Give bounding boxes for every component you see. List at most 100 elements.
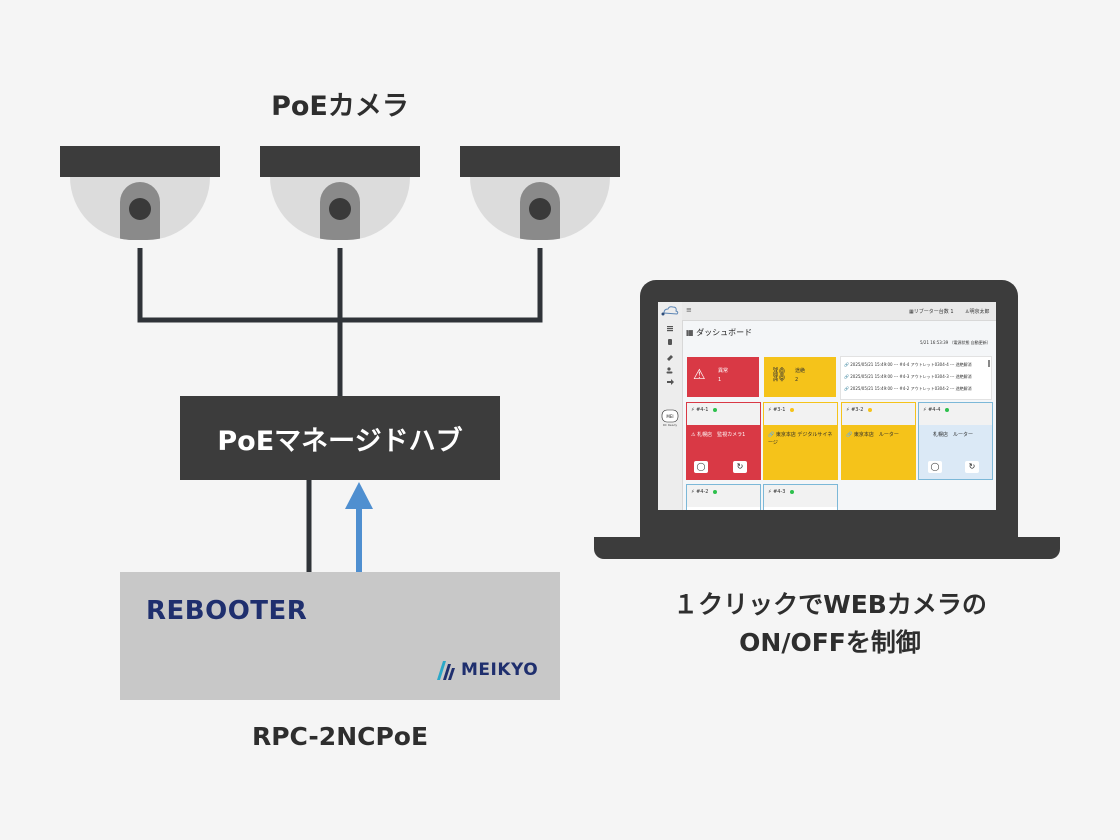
- alert-label: 異常: [718, 368, 729, 374]
- log-item: 🔗 2025/05/21 15:49:00 --- #4-2 アウトレット030…: [844, 386, 972, 391]
- outlet-label: 札幌店 ルーター: [933, 432, 974, 438]
- status-card-cut[interactable]: ⛓ 途絶 2: [764, 357, 836, 397]
- log-item-text: 2025/05/21 15:49:00 --- #4-3 アウトレット0304-…: [850, 374, 972, 379]
- outlet-label: 🔗 東京本店 ルーター: [846, 432, 899, 438]
- status-dot-icon: [713, 407, 718, 412]
- warning-icon: ⚠: [693, 367, 706, 383]
- cut-count: 2: [795, 377, 799, 383]
- reboot-button[interactable]: ↻: [733, 461, 747, 473]
- outlet-id: #3-2: [851, 407, 864, 413]
- caption-line-1: １クリックでWEBカメラの: [673, 590, 987, 619]
- outlet-card-body: 札幌店 ルーター ◯ ↻: [919, 425, 992, 479]
- users-icon: [667, 367, 671, 371]
- cameras-title: PoEカメラ: [271, 91, 409, 122]
- meikyo-mark-icon: [437, 661, 455, 680]
- power-button[interactable]: ◯: [928, 461, 942, 473]
- dashboard-title: ▦ ダッシュボード: [686, 327, 752, 338]
- outlet-card-4-4[interactable]: ⚡ #4-4 札幌店 ルーター ◯ ↻: [918, 402, 993, 480]
- control-arrow-head: [345, 482, 373, 509]
- status-dot-icon: [790, 407, 795, 412]
- menu-icon: [667, 326, 673, 328]
- feature-caption: １クリックでWEBカメラの ON/OFFを制御: [600, 586, 1060, 662]
- outlet-id: #3-1: [773, 407, 786, 413]
- log-item-text: 2025/05/21 15:49:00 --- #4-4 アウトレット0304-…: [850, 362, 972, 367]
- dashboard-timestamp: 5/21 16:53:39 （電源状態 自動更新）: [920, 340, 991, 345]
- camera-mount-bar: [260, 146, 420, 177]
- status-dot-icon: [945, 407, 950, 412]
- log-item-text: 2025/05/21 15:49:00 --- #4-2 アウトレット0304-…: [850, 386, 972, 391]
- user-name-text: 明京太郎: [969, 309, 990, 315]
- repeater-count-text: リブーター台数 1: [913, 309, 954, 315]
- camera-mount-bar: [60, 146, 220, 177]
- grid-icon: ▦: [686, 328, 694, 337]
- meikyo-logo: MEIKYO: [436, 658, 538, 682]
- dashboard-header: ≡ ▦リブーター台数 1 ♙明京太郎: [682, 302, 996, 321]
- outlet-id: #4-3: [773, 489, 786, 495]
- laptop-base: [594, 537, 1060, 559]
- alert-count: 1: [718, 377, 722, 383]
- camera-lens-icon: [329, 198, 351, 220]
- log-scrollbar[interactable]: [988, 360, 990, 367]
- status-card-alert[interactable]: ⚠ 異常 1: [687, 357, 759, 397]
- logo-dot-icon: [661, 312, 665, 316]
- logout-icon: [667, 379, 674, 385]
- outlet-card-header: ⚡ #4-4: [919, 403, 992, 425]
- rebooter-label: REBOOTER: [146, 596, 308, 626]
- outlet-label: 🔗 東京本店 デジタルサイネージ: [768, 432, 833, 446]
- outlet-label: ⚠ 札幌店 監視カメラ1: [691, 432, 746, 438]
- outlet-card-4-1[interactable]: ⚡ #4-1 ⚠ 札幌店 監視カメラ1 ◯ ↻: [686, 402, 761, 480]
- camera-lens-icon: [529, 198, 551, 220]
- outlet-card-body: 🔗 東京本店 ルーター: [842, 425, 915, 479]
- svg-text:RC Ready: RC Ready: [663, 423, 678, 427]
- outlet-card-body: 🔗 東京本店 デジタルサイネージ: [764, 425, 837, 479]
- poe-managed-hub: PoEマネージドハブ: [180, 396, 500, 480]
- model-number: RPC-2NCPoE: [251, 722, 429, 751]
- outlet-id: #4-1: [696, 407, 709, 413]
- status-dot-icon: [790, 489, 795, 494]
- svg-text:MEI: MEI: [666, 414, 673, 419]
- log-list[interactable]: 🔗 2025/05/21 15:49:00 --- #4-4 アウトレット030…: [840, 356, 992, 400]
- outlet-card-body: ⚠ 札幌店 監視カメラ1 ◯ ↻: [687, 425, 760, 479]
- camera-lens-housing: [120, 182, 160, 240]
- power-button[interactable]: ◯: [694, 461, 708, 473]
- dashboard-screen: MEI RC Ready ≡ ▦リブーター台数 1 ♙明京太郎 ▦ ダッシュボー…: [658, 302, 996, 510]
- outlet-card-4-3[interactable]: ⚡ #4-3: [763, 484, 838, 510]
- wrench-icon: [667, 355, 673, 361]
- outlet-card-4-2[interactable]: ⚡ #4-2: [686, 484, 761, 510]
- broken-link-icon: ⛓: [770, 367, 788, 383]
- outlet-card-3-1[interactable]: ⚡ #3-1 🔗 東京本店 デジタルサイネージ: [763, 402, 838, 480]
- reboot-button[interactable]: ↻: [965, 461, 979, 473]
- poe-camera-2: [260, 146, 420, 246]
- hamburger-icon[interactable]: ≡: [686, 306, 692, 314]
- outlet-label-text: 東京本店 デジタルサイネージ: [768, 432, 833, 446]
- header-repeater-count[interactable]: ▦リブーター台数 1: [909, 309, 954, 315]
- camera-lens-icon: [129, 198, 151, 220]
- outlet-card-header: ⚡ #4-2: [687, 485, 760, 507]
- status-dot-icon: [713, 489, 718, 494]
- dashboard-title-text: ダッシュボード: [696, 328, 753, 337]
- outlet-card-header: ⚡ #3-1: [764, 403, 837, 425]
- outlet-id: #4-2: [696, 489, 709, 495]
- camera-lens-housing: [320, 182, 360, 240]
- header-user[interactable]: ♙明京太郎: [965, 309, 990, 315]
- poe-camera-1: [60, 146, 220, 246]
- cut-label: 途絶: [795, 368, 806, 374]
- meikyo-brand-text: MEIKYO: [461, 660, 539, 680]
- outlet-card-header: ⚡ #4-1: [687, 403, 760, 425]
- outlet-id: #4-4: [928, 407, 941, 413]
- sidebar-brand-badge-icon: [661, 409, 679, 423]
- camera-lens-housing: [520, 182, 560, 240]
- status-dot-icon: [868, 407, 873, 412]
- dashboard-sidebar: MEI RC Ready: [658, 302, 683, 510]
- poe-camera-3: [460, 146, 620, 246]
- outlet-card-3-2[interactable]: ⚡ #3-2 🔗 東京本店 ルーター: [841, 402, 916, 480]
- outlet-card-header: ⚡ #4-3: [764, 485, 837, 507]
- log-item: 🔗 2025/05/21 15:49:00 --- #4-4 アウトレット030…: [844, 362, 972, 367]
- outlet-card-header: ⚡ #3-2: [842, 403, 915, 425]
- sidebar-icons: MEI RC Ready: [661, 306, 679, 427]
- outlet-label-text: 札幌店 監視カメラ1: [697, 432, 746, 438]
- camera-mount-bar: [460, 146, 620, 177]
- cloud-logo-icon: [663, 306, 679, 315]
- outlet-label-text: 東京本店 ルーター: [853, 432, 899, 438]
